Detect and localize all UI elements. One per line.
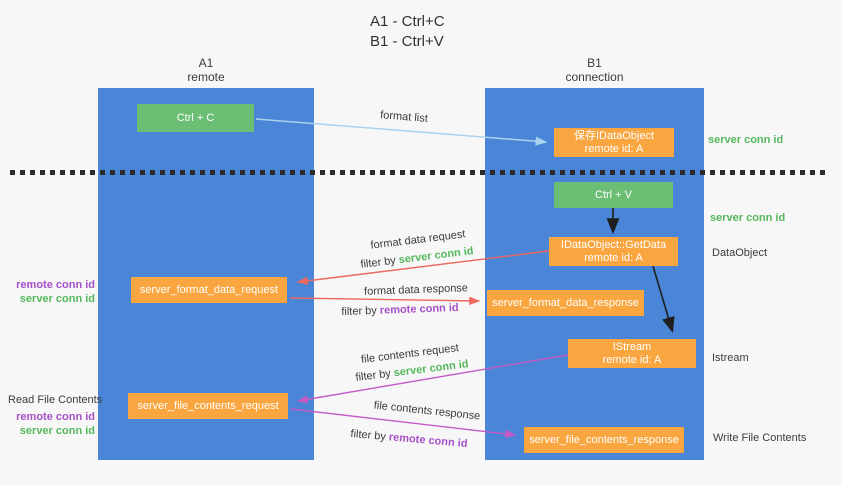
side-write-file-contents-text: Write File Contents xyxy=(713,432,807,444)
side-dataobject-text: DataObject xyxy=(712,247,768,259)
side-label-conn-ids-format: remote conn id server conn id xyxy=(0,278,95,306)
side-server-conn-id-2: server conn id xyxy=(19,425,95,437)
side-read-file-contents-text: Read File Contents xyxy=(8,394,103,406)
file-contents-request-arrow xyxy=(296,354,569,404)
lane-a1-name: A1 xyxy=(198,56,214,70)
side-label-conn-ids-file: remote conn id server conn id xyxy=(0,410,95,438)
node-save-idataobject: 保存IDataObject remote id: A xyxy=(554,128,674,157)
side-server-conn-id-top-text: server conn id xyxy=(708,134,784,146)
format-data-response-arrow xyxy=(289,296,481,306)
side-istream-text: Istream xyxy=(712,352,749,364)
node-server-format-data-request: server_format_data_request xyxy=(131,277,287,303)
lane-a1-role: remote xyxy=(187,70,225,84)
lane-b1-role: connection xyxy=(565,70,624,84)
lane-header-a1: A1 remote xyxy=(98,56,314,84)
node-server-format-data-response-label: server_format_data_response xyxy=(492,296,639,309)
title-line-b1: B1 - Ctrl+V xyxy=(370,33,444,50)
side-remote-conn-id-1: remote conn id xyxy=(16,279,95,291)
side-label-server-conn-id-top: server conn id xyxy=(708,134,783,146)
diagram-title: A1 - Ctrl+C B1 - Ctrl+V xyxy=(370,12,445,52)
side-server-conn-id-mid-text: server conn id xyxy=(710,212,786,224)
node-istream-line2: remote id: A xyxy=(602,353,662,366)
format-data-request-arrow xyxy=(296,250,550,285)
node-ctrl-c-label: Ctrl + C xyxy=(176,111,215,124)
node-ctrl-c: Ctrl + C xyxy=(137,104,254,132)
side-remote-conn-id-2: remote conn id xyxy=(16,411,95,423)
node-getdata-line1: IDataObject::GetData xyxy=(560,238,667,251)
side-server-conn-id-1: server conn id xyxy=(19,293,95,305)
node-server-file-contents-request-label: server_file_contents_request xyxy=(137,399,279,412)
side-label-server-conn-id-mid: server conn id xyxy=(710,212,785,224)
node-ctrl-v-label: Ctrl + V xyxy=(595,188,632,201)
session-divider-dotted-line xyxy=(10,170,828,175)
node-save-idataobject-line1: 保存IDataObject xyxy=(573,129,655,142)
format-list-arrow xyxy=(255,118,548,146)
lane-b1-name: B1 xyxy=(587,56,602,70)
node-istream: IStream remote id: A xyxy=(568,339,696,368)
node-idataobject-getdata: IDataObject::GetData remote id: A xyxy=(549,237,678,266)
node-server-file-contents-request: server_file_contents_request xyxy=(128,393,288,419)
title-line-a1: A1 - Ctrl+C xyxy=(370,13,445,30)
node-server-format-data-response: server_format_data_response xyxy=(487,290,644,316)
node-save-idataobject-line2: remote id: A xyxy=(584,142,644,155)
node-getdata-line2: remote id: A xyxy=(584,251,643,264)
filter-by-text: filter by xyxy=(341,304,378,319)
file-contents-response-arrow xyxy=(290,408,517,439)
node-server-file-contents-response-label: server_file_contents_response xyxy=(529,433,679,446)
node-ctrl-v: Ctrl + V xyxy=(554,182,673,208)
lane-header-b1: B1 connection xyxy=(485,56,704,84)
side-label-dataobject: DataObject xyxy=(712,247,767,259)
side-label-write-file-contents: Write File Contents xyxy=(713,432,806,444)
getdata-to-istream-arrow xyxy=(652,265,675,334)
node-server-file-contents-response: server_file_contents_response xyxy=(524,427,684,453)
side-label-read-file-contents: Read File Contents xyxy=(8,394,102,406)
node-server-format-data-request-label: server_format_data_request xyxy=(139,283,279,296)
node-istream-line1: IStream xyxy=(612,340,652,353)
side-label-istream: Istream xyxy=(712,352,749,364)
